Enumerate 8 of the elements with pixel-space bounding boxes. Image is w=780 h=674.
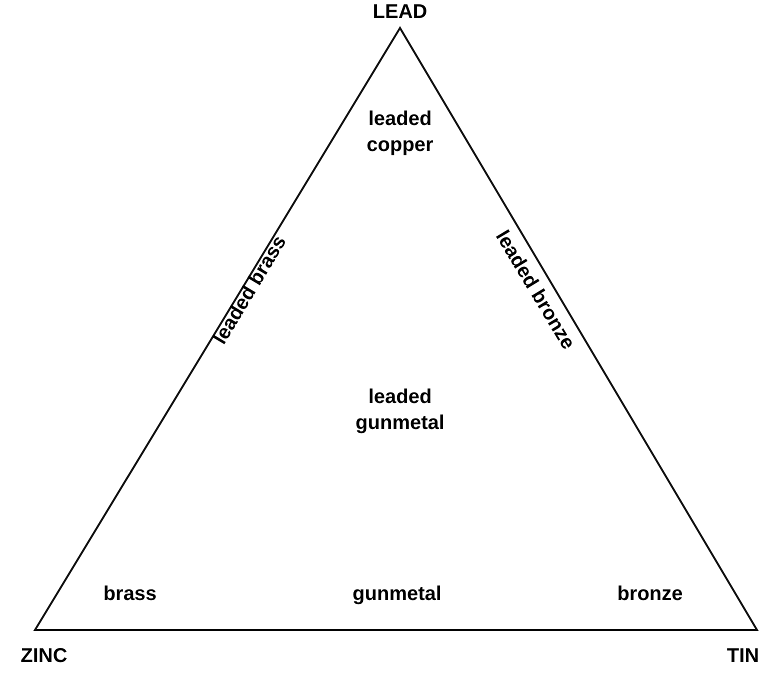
region-label: leaded gunmetal (354, 385, 446, 436)
vertex-label: TIN (726, 644, 760, 669)
region-label: gunmetal (352, 582, 442, 607)
vertex-label: LEAD (372, 0, 428, 25)
region-label: leaded copper (366, 107, 434, 158)
region-label: bronze (616, 582, 684, 607)
vertex-label: ZINC (20, 644, 68, 669)
region-label: brass (102, 582, 158, 607)
